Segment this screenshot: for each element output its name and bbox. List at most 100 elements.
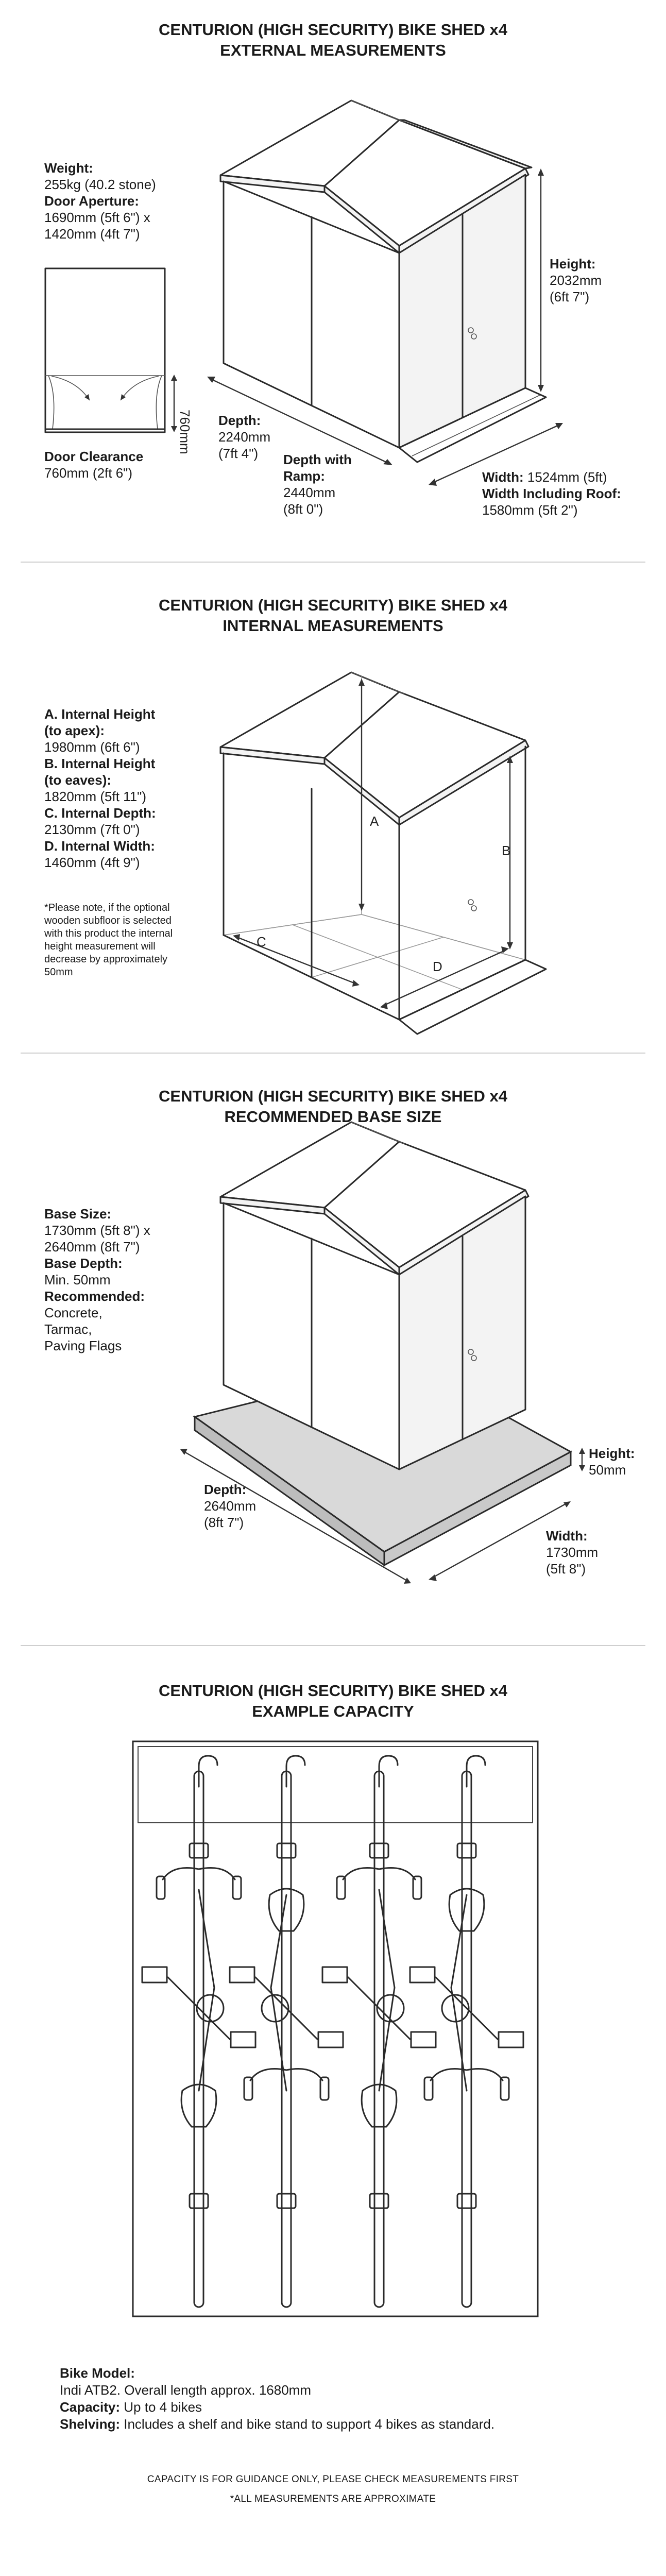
internal-spec-block: A. Internal Height (to apex): 1980mm (6f… xyxy=(44,706,156,871)
depth-value: 2240mm xyxy=(218,429,271,445)
note-line: wooden subfloor is selected xyxy=(44,915,172,926)
door-clearance-block: Door Clearance 760mm (2ft 6") xyxy=(44,448,143,481)
base-height-label: Height: xyxy=(589,1446,635,1461)
capacity-subtitle: EXAMPLE CAPACITY xyxy=(252,1702,414,1720)
recommended-item: Concrete, xyxy=(44,1305,103,1320)
subfloor-note: *Please note, if the optional wooden sub… xyxy=(44,902,173,979)
base-height-block: Height: 50mm xyxy=(589,1445,635,1478)
note-line: decrease by approximately xyxy=(44,954,168,965)
base-width-label: Width: xyxy=(546,1528,588,1544)
base-depth-dim-block: Depth: 2640mm (8ft 7") xyxy=(204,1481,256,1531)
internal-b-label-2: (to eaves): xyxy=(44,772,112,788)
depth-block: Depth: 2240mm (7ft 4") xyxy=(218,412,270,462)
external-shed-drawing xyxy=(207,99,563,486)
height-block: Height: 2032mm (6ft 7") xyxy=(550,256,602,305)
divider-1 xyxy=(21,562,645,563)
base-heading: CENTURION (HIGH SECURITY) BIKE SHED x4 R… xyxy=(0,1086,666,1127)
external-subtitle: EXTERNAL MEASUREMENTS xyxy=(220,41,446,59)
bike-model-value: Indi ATB2. Overall length approx. 1680mm xyxy=(60,2382,311,2398)
base-depth-label: Base Depth: xyxy=(44,1256,123,1271)
internal-a-value: 1980mm (6ft 6") xyxy=(44,739,140,755)
width-roof-label: Width Including Roof: xyxy=(482,486,621,501)
internal-title: CENTURION (HIGH SECURITY) BIKE SHED x4 xyxy=(159,596,507,614)
base-shed-drawing xyxy=(180,1121,585,1584)
internal-d-value: 1460mm (4ft 9") xyxy=(44,855,140,870)
base-height-value: 50mm xyxy=(589,1462,626,1478)
bike-model-label: Bike Model: xyxy=(60,2365,135,2381)
base-size-value: 1730mm (5ft 8") x xyxy=(44,1223,150,1238)
width-label: Width: xyxy=(482,469,524,485)
door-aperture-value-2: 1420mm (4ft 7") xyxy=(44,226,140,242)
depth-ramp-label-2: Ramp: xyxy=(283,468,325,484)
internal-c-value: 2130mm (7ft 0") xyxy=(44,822,140,837)
note-line: with this product the internal xyxy=(44,928,173,939)
footer-line-1: CAPACITY IS FOR GUIDANCE ONLY, PLEASE CH… xyxy=(147,2474,519,2485)
bike-top-view xyxy=(409,1755,524,2308)
internal-d-label: D. Internal Width: xyxy=(44,838,155,854)
width-roof-value: 1580mm (5ft 2") xyxy=(482,502,578,518)
internal-a-label-2: (to apex): xyxy=(44,723,105,738)
marker-b: B xyxy=(502,843,510,858)
door-clearance-dim-label: 760mm xyxy=(177,410,193,454)
width-value: 1524mm (5ft) xyxy=(527,469,607,485)
recommended-item: Tarmac, xyxy=(44,1321,92,1337)
internal-b-value: 1820mm (5ft 11") xyxy=(44,789,147,804)
depth-label: Depth: xyxy=(218,413,261,428)
note-line: *Please note, if the optional xyxy=(44,902,170,913)
capacity-heading: CENTURION (HIGH SECURITY) BIKE SHED x4 E… xyxy=(0,1681,666,1722)
marker-c: C xyxy=(257,934,266,950)
footer-disclaimer: CAPACITY IS FOR GUIDANCE ONLY, PLEASE CH… xyxy=(0,2473,666,2506)
base-width-block: Width: 1730mm (5ft 8") xyxy=(546,1528,598,1577)
internal-heading: CENTURION (HIGH SECURITY) BIKE SHED x4 I… xyxy=(0,595,666,636)
door-aperture-label: Door Aperture: xyxy=(44,193,139,209)
base-width-value-2: (5ft 8") xyxy=(546,1561,586,1577)
door-aperture-value: 1690mm (5ft 6") x xyxy=(44,210,150,225)
base-size-value-2: 2640mm (8ft 7") xyxy=(44,1239,140,1255)
height-value: 2032mm xyxy=(550,273,602,288)
base-depth-dim-value-2: (8ft 7") xyxy=(204,1515,244,1530)
note-line: height measurement will xyxy=(44,941,156,952)
depth-ramp-value: 2440mm xyxy=(283,485,336,500)
marker-d: D xyxy=(433,959,442,974)
depth-ramp-block: Depth with Ramp: 2440mm (8ft 0") xyxy=(283,451,352,517)
internal-b-label: B. Internal Height xyxy=(44,756,156,771)
base-subtitle: RECOMMENDED BASE SIZE xyxy=(224,1108,442,1126)
depth-ramp-label: Depth with xyxy=(283,452,352,467)
depth-ramp-value-2: (8ft 0") xyxy=(283,501,323,517)
footer-line-2: *ALL MEASUREMENTS ARE APPROXIMATE xyxy=(230,2494,436,2504)
door-clearance-diagram: 760mm xyxy=(44,267,193,454)
internal-c-label: C. Internal Depth: xyxy=(44,805,156,821)
internal-a-label: A. Internal Height xyxy=(44,706,156,722)
width-block: Width: 1524mm (5ft) Width Including Roof… xyxy=(482,469,621,518)
height-label: Height: xyxy=(550,256,596,272)
base-depth-dim-value: 2640mm xyxy=(204,1498,257,1514)
height-value-2: (6ft 7") xyxy=(550,289,590,304)
internal-subtitle: INTERNAL MEASUREMENTS xyxy=(223,617,443,635)
external-heading: CENTURION (HIGH SECURITY) BIKE SHED x4 E… xyxy=(0,20,666,61)
capacity-value: Up to 4 bikes xyxy=(124,2399,202,2415)
capacity-label: Capacity: xyxy=(60,2399,121,2415)
note-line: 50mm xyxy=(44,967,73,978)
bike-top-view xyxy=(141,1755,257,2308)
capacity-title: CENTURION (HIGH SECURITY) BIKE SHED x4 xyxy=(159,1682,507,1700)
weight-value: 255kg (40.2 stone) xyxy=(44,177,156,192)
bike-top-view xyxy=(321,1755,437,2308)
weight-label: Weight: xyxy=(44,160,93,176)
depth-value-2: (7ft 4") xyxy=(218,446,259,461)
internal-shed-drawing: A B C D xyxy=(219,671,547,1035)
base-width-value: 1730mm xyxy=(546,1545,599,1560)
base-spec-block: Base Size: 1730mm (5ft 8") x 2640mm (8ft… xyxy=(44,1206,150,1354)
external-spec-block: Weight: 255kg (40.2 stone) Door Aperture… xyxy=(44,160,156,242)
base-size-label: Base Size: xyxy=(44,1206,112,1222)
base-depth-value: Min. 50mm xyxy=(44,1272,111,1287)
door-clearance-value: 760mm (2ft 6") xyxy=(44,465,133,481)
door-clearance-label: Door Clearance xyxy=(44,449,144,464)
shelving-label: Shelving: xyxy=(60,2416,121,2432)
bike-top-view xyxy=(229,1755,344,2308)
recommended-item: Paving Flags xyxy=(44,1338,122,1353)
recommended-label: Recommended: xyxy=(44,1289,145,1304)
base-title: CENTURION (HIGH SECURITY) BIKE SHED x4 xyxy=(159,1087,507,1105)
shelving-value: Includes a shelf and bike stand to suppo… xyxy=(124,2416,495,2432)
base-depth-dim-label: Depth: xyxy=(204,1482,247,1497)
divider-2 xyxy=(21,1053,645,1054)
